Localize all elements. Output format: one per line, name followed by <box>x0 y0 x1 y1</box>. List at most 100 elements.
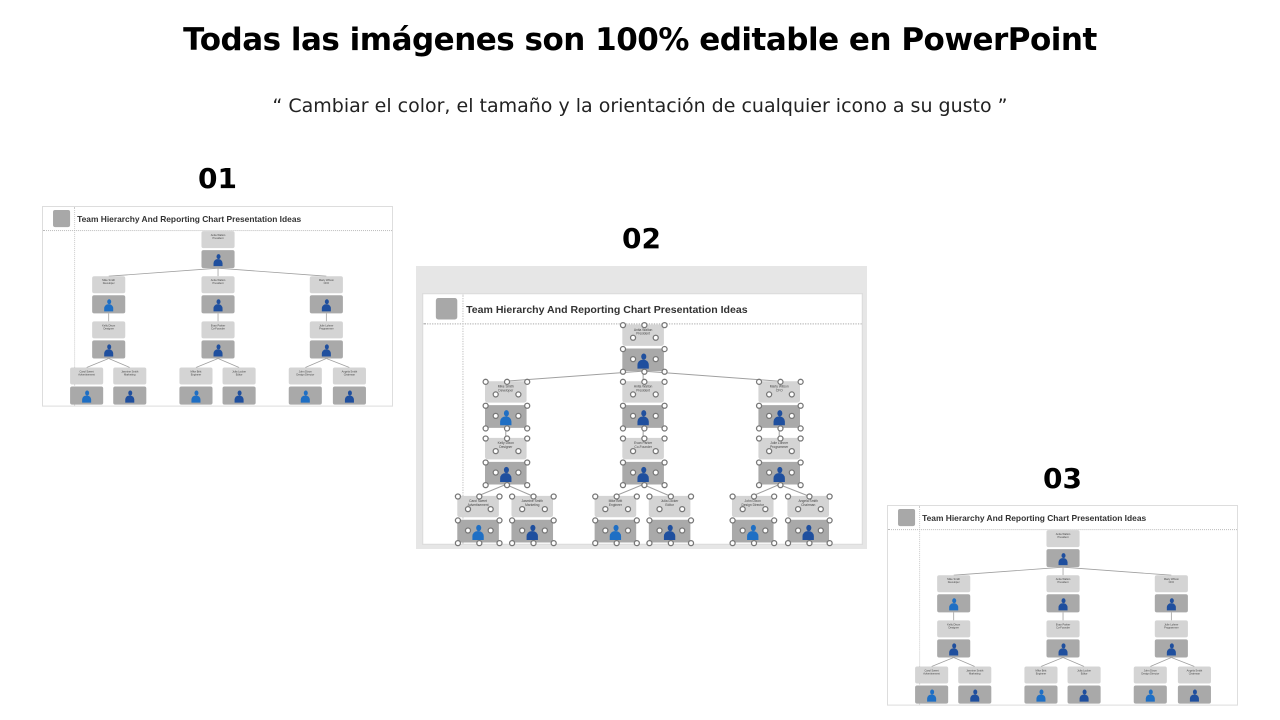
resize-handle[interactable] <box>765 391 773 398</box>
resize-handle[interactable] <box>788 469 795 476</box>
resize-handle[interactable] <box>508 517 516 524</box>
resize-handle[interactable] <box>619 459 627 466</box>
resize-handle[interactable] <box>550 493 557 500</box>
resize-handle[interactable] <box>482 482 489 489</box>
resize-handle[interactable] <box>629 334 637 341</box>
resize-handle[interactable] <box>454 493 462 500</box>
resize-handle[interactable] <box>633 517 640 524</box>
resize-handle[interactable] <box>613 539 620 547</box>
resize-handle[interactable] <box>619 402 627 409</box>
resize-handle[interactable] <box>788 447 795 455</box>
resize-handle[interactable] <box>619 378 627 385</box>
resize-handle[interactable] <box>515 412 522 419</box>
resize-handle[interactable] <box>661 368 668 375</box>
resize-handle[interactable] <box>641 435 648 442</box>
resize-handle[interactable] <box>613 493 620 500</box>
resize-handle[interactable] <box>550 517 557 524</box>
resize-handle[interactable] <box>492 469 499 476</box>
resize-handle[interactable] <box>797 435 804 442</box>
resize-handle[interactable] <box>602 527 609 534</box>
resize-handle[interactable] <box>602 505 609 513</box>
resize-handle[interactable] <box>492 447 499 455</box>
resize-handle[interactable] <box>661 459 668 466</box>
resize-handle[interactable] <box>508 493 516 500</box>
resize-handle[interactable] <box>633 539 640 547</box>
resize-handle[interactable] <box>777 425 784 432</box>
resize-handle[interactable] <box>476 493 483 500</box>
resize-handle[interactable] <box>496 517 503 524</box>
resize-handle[interactable] <box>797 482 804 489</box>
resize-handle[interactable] <box>788 412 795 419</box>
resize-handle[interactable] <box>541 527 548 534</box>
resize-handle[interactable] <box>755 482 763 489</box>
resize-handle[interactable] <box>661 425 668 432</box>
resize-handle[interactable] <box>641 425 648 432</box>
resize-handle[interactable] <box>619 345 627 353</box>
resize-handle[interactable] <box>629 447 637 455</box>
resize-handle[interactable] <box>519 505 526 513</box>
resize-handle[interactable] <box>661 482 668 489</box>
resize-handle[interactable] <box>687 493 695 500</box>
resize-handle[interactable] <box>496 539 503 547</box>
resize-handle[interactable] <box>629 469 637 476</box>
resize-handle[interactable] <box>652 447 659 455</box>
resize-handle[interactable] <box>652 334 659 341</box>
resize-handle[interactable] <box>765 412 773 419</box>
resize-handle[interactable] <box>482 435 489 442</box>
resize-handle[interactable] <box>788 391 795 398</box>
resize-handle[interactable] <box>784 493 792 500</box>
resize-handle[interactable] <box>729 493 736 500</box>
resize-handle[interactable] <box>755 402 763 409</box>
resize-handle[interactable] <box>592 539 599 547</box>
resize-handle[interactable] <box>487 505 494 513</box>
resize-handle[interactable] <box>755 435 763 442</box>
resize-handle[interactable] <box>797 425 804 432</box>
resize-handle[interactable] <box>661 345 668 353</box>
resize-handle[interactable] <box>755 378 763 385</box>
resize-handle[interactable] <box>817 505 824 513</box>
resize-handle[interactable] <box>519 527 526 534</box>
resize-handle[interactable] <box>687 539 695 547</box>
resize-handle[interactable] <box>661 321 668 329</box>
resize-handle[interactable] <box>750 539 758 547</box>
resize-handle[interactable] <box>482 402 489 409</box>
resize-handle[interactable] <box>656 527 663 534</box>
resize-handle[interactable] <box>492 412 499 419</box>
resize-handle[interactable] <box>667 493 674 500</box>
resize-handle[interactable] <box>454 539 462 547</box>
resize-handle[interactable] <box>524 402 531 409</box>
resize-handle[interactable] <box>641 321 648 329</box>
resize-handle[interactable] <box>508 539 516 547</box>
resize-handle[interactable] <box>646 539 653 547</box>
resize-handle[interactable] <box>806 493 813 500</box>
resize-handle[interactable] <box>817 527 824 534</box>
resize-handle[interactable] <box>656 505 663 513</box>
resize-handle[interactable] <box>524 378 531 385</box>
resize-handle[interactable] <box>550 539 557 547</box>
resize-handle[interactable] <box>641 368 648 375</box>
resize-handle[interactable] <box>797 402 804 409</box>
resize-handle[interactable] <box>629 356 637 363</box>
resize-handle[interactable] <box>739 527 746 534</box>
resize-handle[interactable] <box>629 391 637 398</box>
resize-handle[interactable] <box>464 505 472 513</box>
